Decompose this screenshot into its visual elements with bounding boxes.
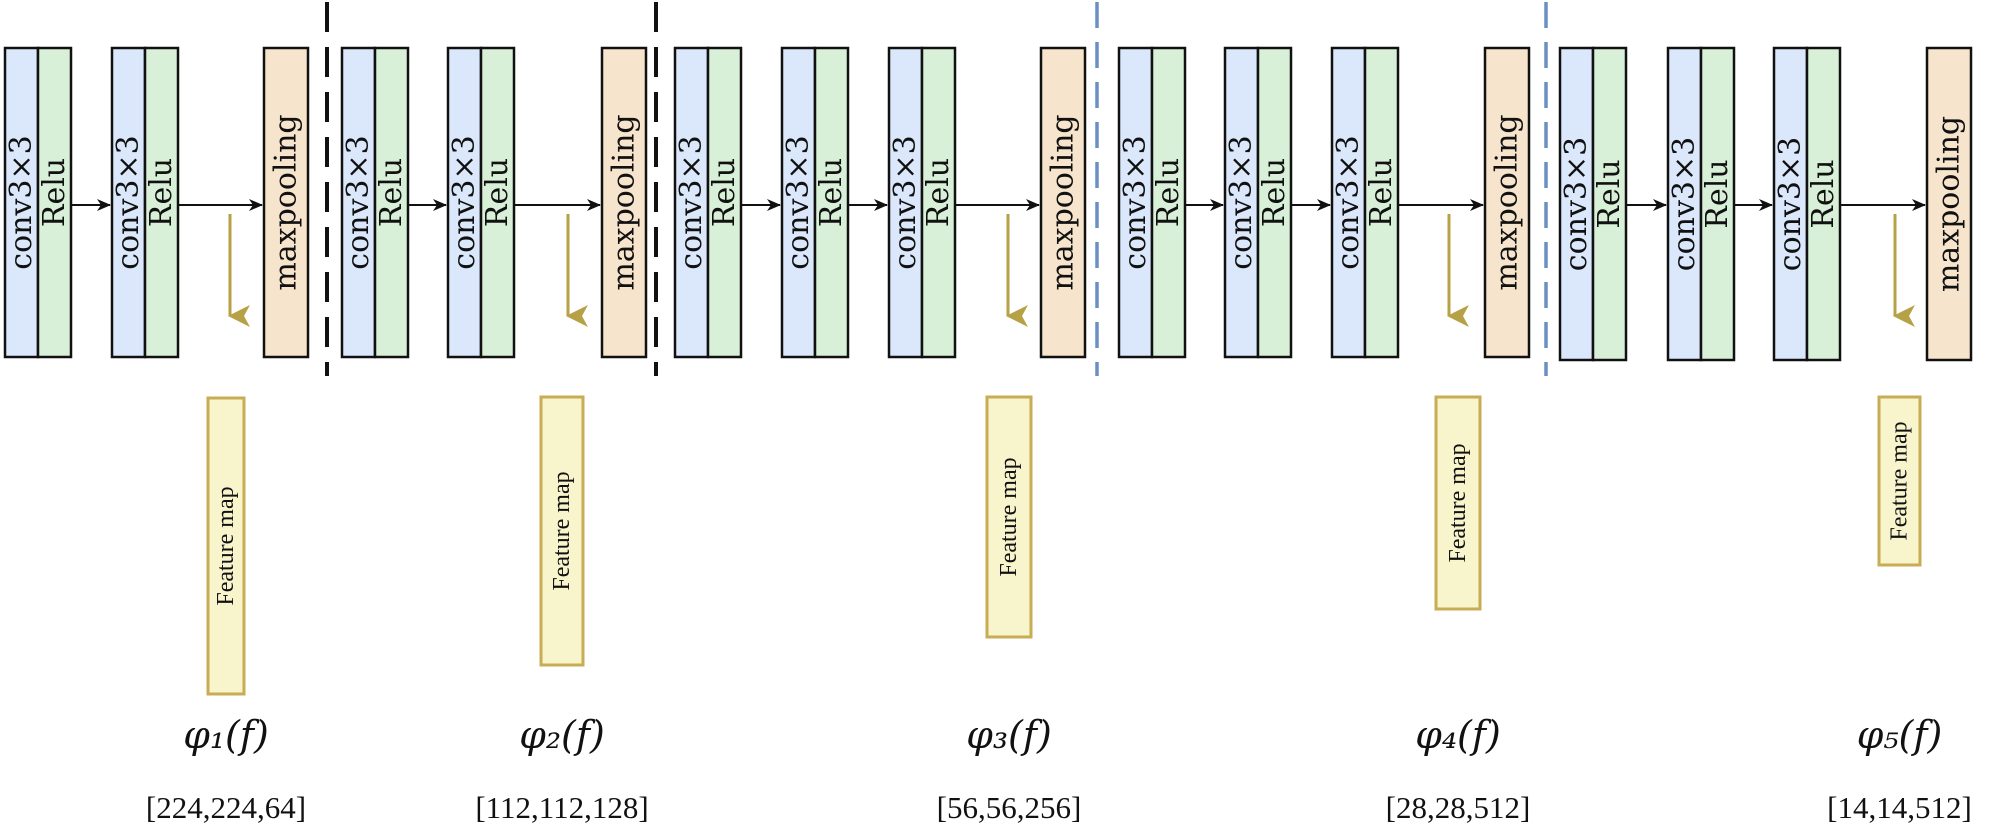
relu-label: Relu [1364,158,1399,227]
relu-label: Relu [374,158,409,227]
conv-layer [1117,46,1154,359]
conv-label: conv3×3 [1559,137,1594,271]
conv-label: conv3×3 [781,135,816,269]
block-5: φ₅(f) [14,14,512] [1558,46,1973,825]
conv-label: conv3×3 [111,135,146,269]
relu-label: Relu [480,158,515,227]
conv-label: conv3×3 [674,135,709,269]
conv-label: conv3×3 [447,135,482,269]
feature-map-label: Feature map [1445,443,1471,562]
output-symbol: φ₃(f) [966,713,1052,757]
conv-layer [780,46,817,359]
conv-layer [110,46,147,359]
feature-map-label: Feature map [213,486,239,605]
maxpooling-label: maxpooling [607,114,642,290]
maxpooling-layer [600,46,648,359]
maxpooling-label: maxpooling [1490,114,1525,290]
conv-layer [1666,46,1703,362]
relu-label: Relu [1257,158,1292,227]
relu-layer [479,46,516,359]
maxpooling-layer [1039,46,1087,359]
relu-label: Relu [814,158,849,227]
feature-map-label: Feature map [996,457,1022,576]
maxpooling-layer [262,46,310,359]
relu-layer [1150,46,1187,359]
feature-map-box [206,396,246,696]
conv-label: conv3×3 [888,135,923,269]
output-symbol: φ₂(f) [519,713,605,757]
output-shape: [28,28,512] [1386,790,1531,825]
relu-label: Relu [1592,159,1627,228]
maxpooling-label: maxpooling [269,114,304,290]
relu-layer [36,46,73,359]
relu-layer [813,46,850,359]
relu-layer [920,46,957,359]
conv-label: conv3×3 [341,135,376,269]
relu-label: Relu [1700,159,1735,228]
conv-label: conv3×3 [4,135,39,269]
conv-label: conv3×3 [1224,135,1259,269]
relu-label: Relu [144,158,179,227]
conv-label: conv3×3 [1331,135,1366,269]
block-4: φ₄(f) [28,28,512] [1117,46,1531,825]
relu-layer [1256,46,1293,359]
output-shape: [112,112,128] [475,790,648,825]
conv-layer [673,46,710,359]
block-2: φ₂(f) [112,112,128] [340,46,649,825]
relu-label: Relu [37,158,72,227]
block-3: φ₃(f) [56,56,256] [673,46,1087,825]
feature-map-box [539,395,585,667]
conv-layer [340,46,377,359]
conv-label: conv3×3 [1773,137,1808,271]
relu-layer [143,46,180,359]
relu-label: Relu [1806,159,1841,228]
output-shape: [14,14,512] [1827,790,1972,825]
conv-layer [887,46,924,359]
maxpooling-layer [1925,46,1973,362]
output-symbol: φ₁(f) [183,713,269,757]
feature-map-box [1877,395,1922,567]
conv-label: conv3×3 [1118,135,1153,269]
relu-layer [706,46,743,359]
output-shape: [56,56,256] [937,790,1082,825]
conv-layer [446,46,483,359]
maxpooling-label: maxpooling [1046,114,1081,290]
relu-label: Relu [707,158,742,227]
conv-layer [1223,46,1260,359]
conv-layer [1558,46,1595,362]
block-1: φ₁(f) [224,224,64] [3,46,310,825]
feature-map-label: Feature map [549,471,575,590]
output-symbol: φ₅(f) [1857,713,1943,757]
feature-map-box [985,395,1033,639]
maxpooling-label: maxpooling [1932,116,1967,292]
relu-layer [1699,46,1736,362]
maxpooling-layer [1483,46,1531,359]
output-symbol: φ₄(f) [1415,713,1501,757]
conv-layer [3,46,40,359]
relu-layer [1591,46,1628,362]
relu-layer [1363,46,1400,359]
relu-layer [373,46,410,359]
feature-map-box [1434,395,1482,611]
feature-map-label: Feature map [1887,421,1913,540]
relu-label: Relu [921,158,956,227]
conv-label: conv3×3 [1667,137,1702,271]
relu-label: Relu [1151,158,1186,227]
output-shape: [224,224,64] [146,790,306,825]
